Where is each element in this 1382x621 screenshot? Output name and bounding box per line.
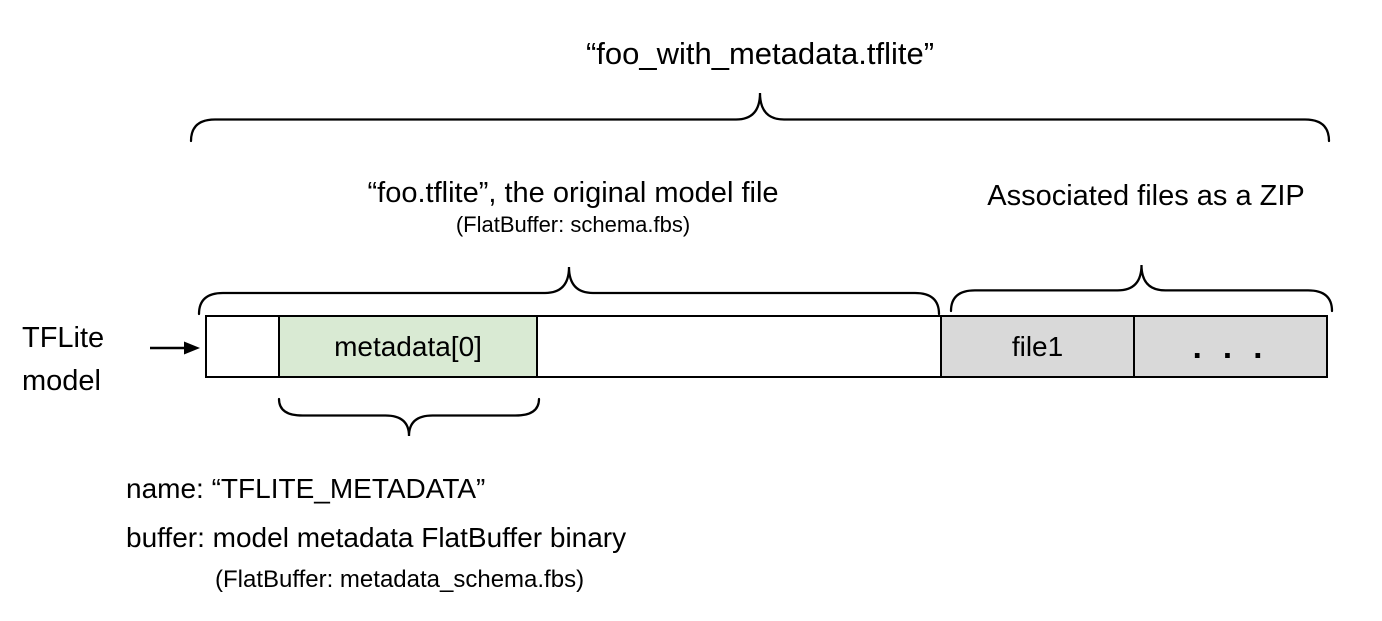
model-bar: metadata[0] file1 . . . — [205, 315, 1328, 378]
zip-section-label: Associated files as a ZIP — [987, 180, 1305, 212]
metadata-note-name: name: “TFLITE_METADATA” — [126, 473, 486, 504]
model-section-subtitle: (FlatBuffer: schema.fbs) — [455, 212, 691, 237]
bar-segment-empty-mid — [538, 317, 942, 376]
bar-segment-metadata: metadata[0] — [280, 317, 538, 376]
brace-model-span — [197, 266, 941, 316]
model-section-title: “foo.tflite”, the original model file — [367, 177, 779, 209]
tflite-model-label-line2: model — [22, 365, 101, 397]
model-section-label: “foo.tflite”, the original model file (F… — [198, 176, 948, 240]
brace-zip-span — [949, 264, 1334, 313]
bar-segment-more-files: . . . — [1135, 317, 1326, 376]
metadata-note-buffer: buffer: model metadata FlatBuffer binary — [126, 522, 627, 553]
metadata-note: name: “TFLITE_METADATA” buffer: model me… — [126, 464, 626, 598]
brace-whole-file-span — [189, 92, 1331, 143]
tflite-model-label: TFLite model — [22, 317, 104, 403]
brace-metadata-span — [277, 397, 541, 437]
tflite-model-label-line1: TFLite — [22, 322, 105, 354]
file-title: “foo_with_metadata.tflite” — [585, 36, 935, 71]
arrow-icon — [150, 341, 200, 355]
metadata-note-schema: (FlatBuffer: metadata_schema.fbs) — [215, 566, 585, 593]
bar-segment-file1: file1 — [942, 317, 1135, 376]
bar-segment-empty-left — [207, 317, 280, 376]
